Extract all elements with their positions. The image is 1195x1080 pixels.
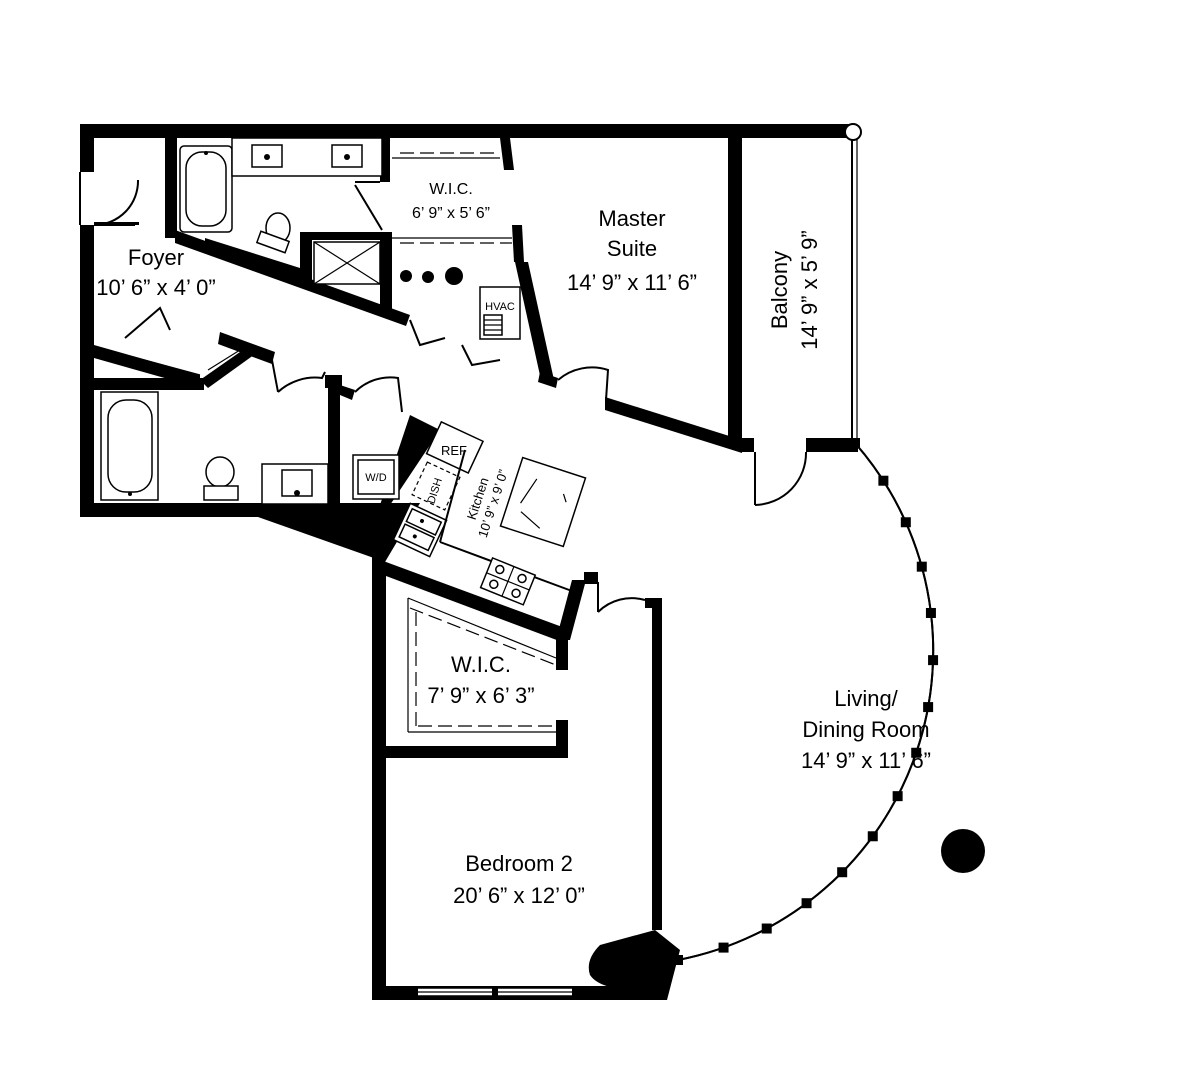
window-mullion	[850, 438, 860, 448]
balcony-rail	[754, 123, 862, 506]
balcony-name: Balcony	[767, 251, 792, 329]
living-name-2: Dining Room	[802, 717, 929, 742]
window-mullion	[718, 942, 729, 953]
window-mullion	[925, 607, 936, 618]
window-mullion	[867, 831, 878, 842]
master-size: 14’ 9” x 11’ 6”	[567, 270, 697, 295]
closet-shelving	[99, 152, 557, 733]
master-name-2: Suite	[607, 236, 657, 261]
window-mullion	[916, 561, 927, 572]
foyer-name: Foyer	[128, 245, 184, 270]
room-labels: Foyer 10’ 6” x 4’ 0” W.I.C. 6’ 9” x 5’ 6…	[96, 181, 931, 908]
wic2-size: 7’ 9” x 6’ 3”	[427, 683, 534, 708]
window-mullion	[892, 791, 903, 802]
fixtures	[100, 137, 985, 873]
wic1-size: 6’ 9” x 5’ 6”	[412, 205, 490, 222]
window-mullion	[837, 867, 848, 878]
living-window-wall	[672, 438, 939, 965]
ref-label: REF	[441, 443, 467, 458]
wic1-name: W.I.C.	[429, 181, 473, 198]
window-mullion	[923, 702, 934, 713]
window-mullion	[900, 517, 911, 528]
bedroom2-name: Bedroom 2	[465, 851, 573, 876]
appliance-labels: HVAC REF W/D DISH	[365, 301, 515, 505]
living-name-1: Living/	[834, 686, 898, 711]
balcony-size: 14’ 9” x 5’ 9”	[797, 230, 822, 349]
bedroom2-size: 20’ 6” x 12’ 0”	[453, 883, 585, 908]
window-mullion	[801, 898, 812, 909]
foyer-size: 10’ 6” x 4’ 0”	[96, 275, 215, 300]
window-mullion	[672, 954, 683, 965]
window-mullion	[878, 475, 889, 486]
door-swings	[124, 181, 646, 613]
wd-label: W/D	[365, 472, 386, 484]
bedroom-window	[412, 986, 578, 998]
window-mullion	[761, 923, 772, 934]
window-mullion	[928, 655, 939, 666]
entry-door	[79, 172, 140, 226]
window-mullion	[911, 747, 922, 758]
living-size: 14’ 9” x 11’ 6”	[801, 748, 931, 773]
wic2-name: W.I.C.	[451, 652, 511, 677]
master-name-1: Master	[598, 206, 665, 231]
hvac-label: HVAC	[485, 301, 515, 313]
